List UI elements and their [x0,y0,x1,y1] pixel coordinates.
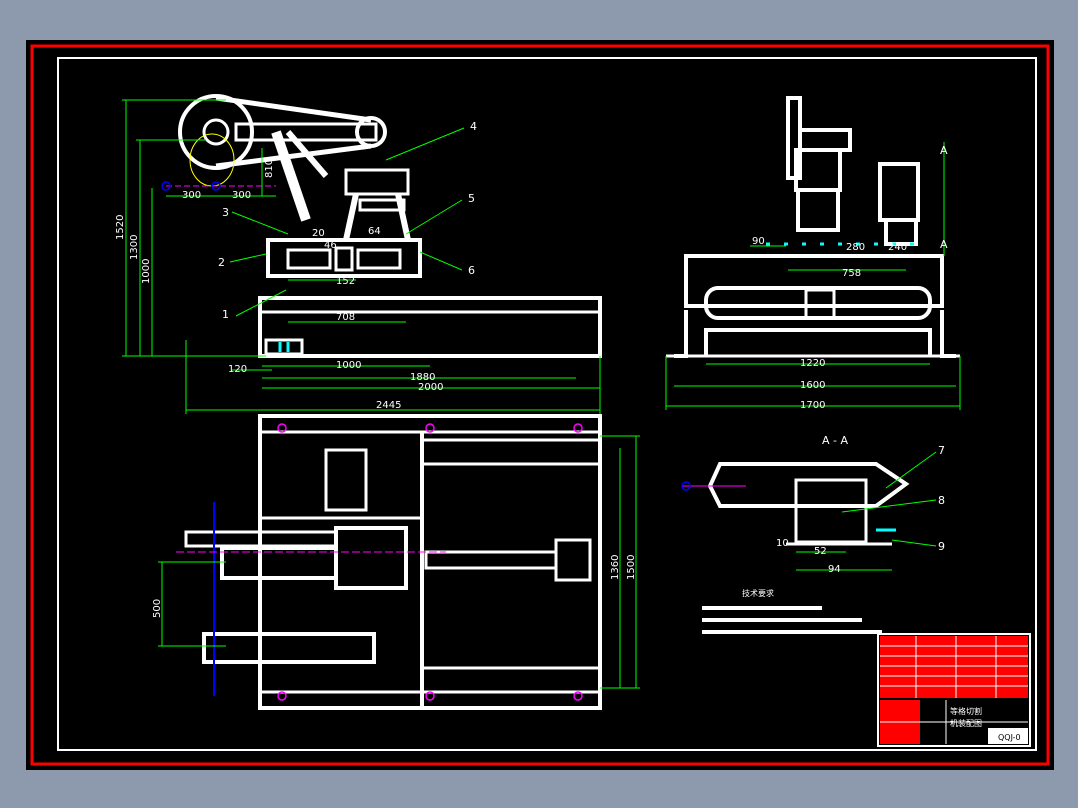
dim-300b: 300 [232,190,251,201]
base-frame [258,296,602,358]
cad-viewport[interactable]: 300 300 810 20 46 64 152 708 1520 1300 1… [26,40,1054,770]
dim-1880: 1880 [410,372,435,383]
dim-300a: 300 [182,190,201,201]
inner-border [57,57,1037,751]
drawing-number: QQJ-0 [998,733,1021,742]
balloon-4: 4 [470,120,477,133]
balloon-7: 7 [938,444,945,457]
dim-64: 64 [368,226,381,237]
balloon-5: 5 [468,192,475,205]
top-frame [258,414,602,710]
dim-52: 52 [814,546,827,557]
section-view-accents [681,481,896,532]
dim-708: 708 [336,312,355,323]
dim-240: 240 [888,242,907,253]
top-view-dimensions [158,435,640,689]
front-view-dimensions [122,99,601,414]
pulley-large [178,94,254,170]
dim-2445: 2445 [376,400,401,411]
dim-1360: 1360 [610,555,621,580]
front-view [178,94,602,358]
dim-1600: 1600 [800,380,825,391]
dim-152: 152 [336,276,355,287]
section-view [707,462,910,546]
side-view-dim-text: 90 280 240 758 1220 1600 1700 A A [752,144,948,411]
dim-280: 280 [846,242,865,253]
title-line-1: 等格切割 [950,706,982,716]
side-view-dimensions [665,245,961,410]
dim-1520: 1520 [115,215,126,240]
notes-line-1 [702,606,822,610]
dim-20: 20 [312,228,325,239]
outer-border [30,44,1050,766]
balloon-2: 2 [218,256,225,269]
front-view-balloons: 1 2 3 4 5 6 [218,120,477,321]
dim-90: 90 [752,236,765,247]
work-table [266,238,422,278]
section-view-dimensions [796,451,937,571]
notes-line-2 [702,618,862,622]
title-line-2: 机装配图 [950,718,982,728]
section-view-text: A - A 10 52 94 7 8 9 [776,434,945,575]
dim-1500: 1500 [626,555,637,580]
dim-1000: 1000 [141,259,152,284]
balloon-9: 9 [938,540,945,553]
top-view-accents [176,423,583,701]
side-view [666,96,960,358]
dim-1000b: 1000 [336,360,361,371]
dim-810: 810 [264,159,275,178]
section-title: A - A [822,434,848,447]
dim-94: 94 [828,564,841,575]
section-mark-bottom: A [940,238,948,251]
section-body [707,462,910,508]
front-view-leaders [229,127,465,317]
drawing-canvas: 300 300 810 20 46 64 152 708 1520 1300 1… [30,44,1050,766]
notes-line-3 [702,630,882,634]
title-block: 等格切割 机装配图 QQJ-0 [877,633,1031,747]
balloon-3: 3 [222,206,229,219]
balloon-1: 1 [222,308,229,321]
front-view-accents [161,133,290,352]
dim-46: 46 [324,240,337,251]
dim-1220: 1220 [800,358,825,369]
dim-758: 758 [842,268,861,279]
balloon-6: 6 [468,264,475,277]
section-mark-top: A [940,144,948,157]
dim-10: 10 [776,538,789,549]
side-base [684,254,944,308]
dim-500: 500 [152,599,163,618]
top-view-dim-text: 500 1360 1500 [152,555,637,618]
dim-1300: 1300 [129,235,140,260]
front-view-dim-text: 300 300 810 20 46 64 152 708 1520 1300 1… [115,159,443,411]
balloon-8: 8 [938,494,945,507]
side-view-accents [766,142,945,256]
technical-notes: 技术要求 [702,588,882,634]
top-view [184,414,602,710]
dim-2000: 2000 [418,382,443,393]
notes-heading: 技术要求 [742,588,774,598]
dim-120: 120 [228,364,247,375]
dim-1700: 1700 [800,400,825,411]
